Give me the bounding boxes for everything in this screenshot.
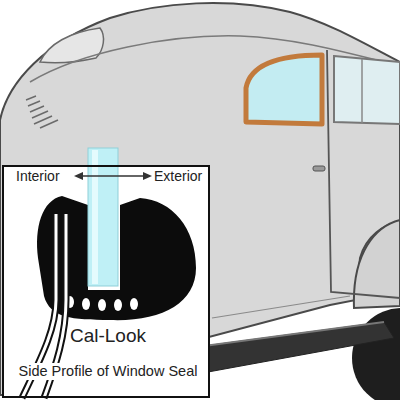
direction-label: Exterior	[152, 168, 204, 184]
inset-panel: Cal-LookSide Profile of Window Seal	[2, 165, 210, 398]
door-handle	[313, 166, 325, 171]
engine-louvers	[26, 96, 58, 128]
tire	[352, 308, 400, 400]
door-outline	[327, 50, 400, 298]
glass-highlight	[92, 150, 98, 284]
inset-heading: Cal-Look	[68, 325, 148, 347]
inset-caption: Side Profile of Window Seal	[17, 363, 200, 380]
vent-divider	[361, 59, 363, 123]
seal-holes	[66, 296, 138, 311]
direction-label: Interior	[14, 168, 62, 184]
door-window	[334, 56, 400, 124]
running-board-edge	[204, 322, 384, 346]
body-crease	[212, 296, 350, 318]
glass-pane	[88, 148, 118, 286]
direction-arrow	[74, 172, 152, 180]
quarter-window	[246, 55, 322, 124]
rear-window	[40, 28, 103, 63]
running-board	[204, 322, 394, 372]
